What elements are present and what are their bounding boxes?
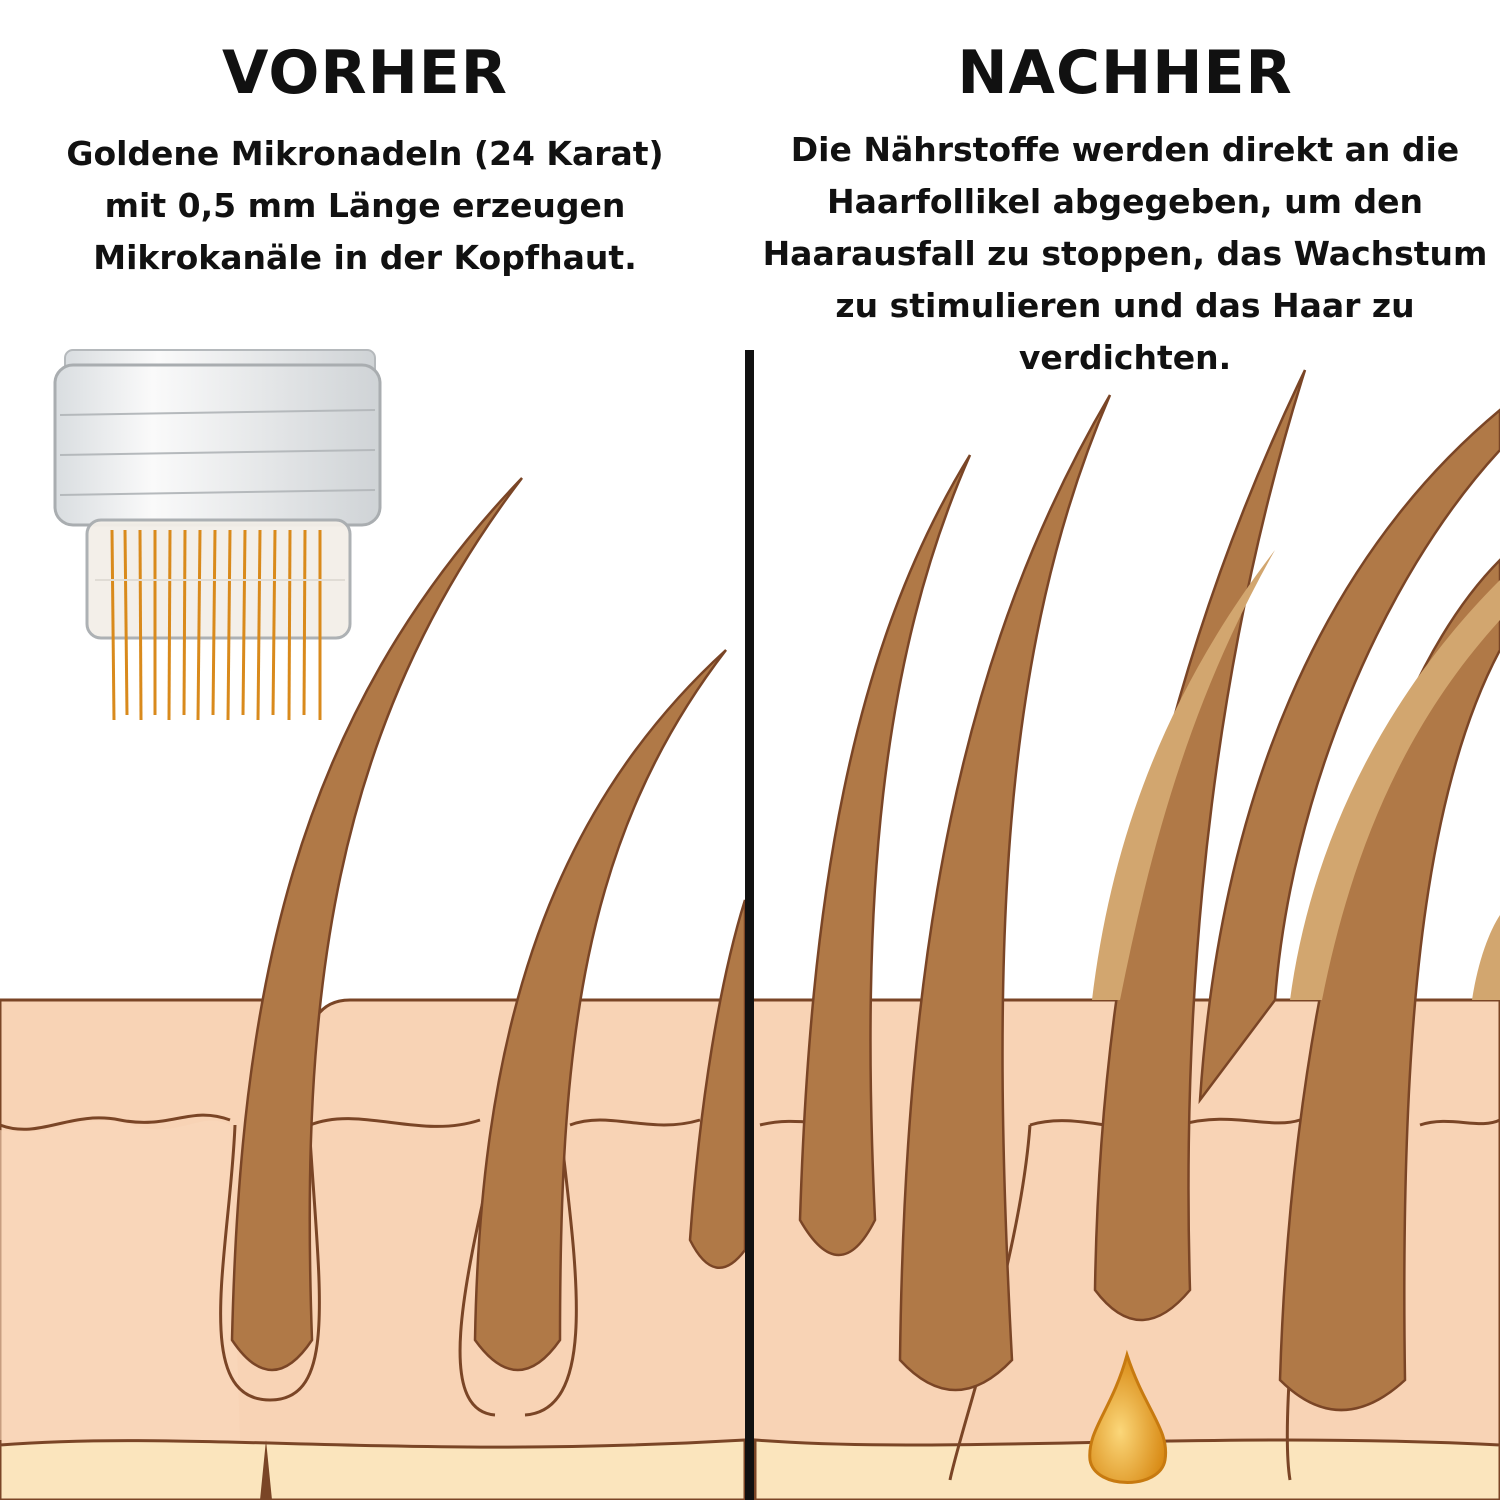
after-description: Die Nährstoffe werden direkt an die Haar… — [762, 130, 1488, 377]
hair-strand — [898, 394, 1112, 1392]
microneedle-device-icon — [53, 349, 382, 721]
before-title: VORHER — [222, 38, 508, 108]
hair-strand — [1198, 408, 1500, 1105]
hair-strand — [473, 649, 727, 1372]
serum-drop-icon — [1088, 1349, 1168, 1484]
new-hair-strands — [1092, 550, 1500, 1000]
after-title: NACHHER — [957, 38, 1293, 108]
hair-strands — [230, 369, 1500, 1412]
needle-tip-icon — [260, 1440, 272, 1500]
hair-strand — [688, 899, 747, 1269]
hair-strand — [798, 454, 972, 1257]
hair-strand — [230, 477, 523, 1372]
before-description: Goldene Mikronadeln (24 Karat) mit 0,5 m… — [66, 134, 664, 277]
divider — [745, 350, 754, 1500]
